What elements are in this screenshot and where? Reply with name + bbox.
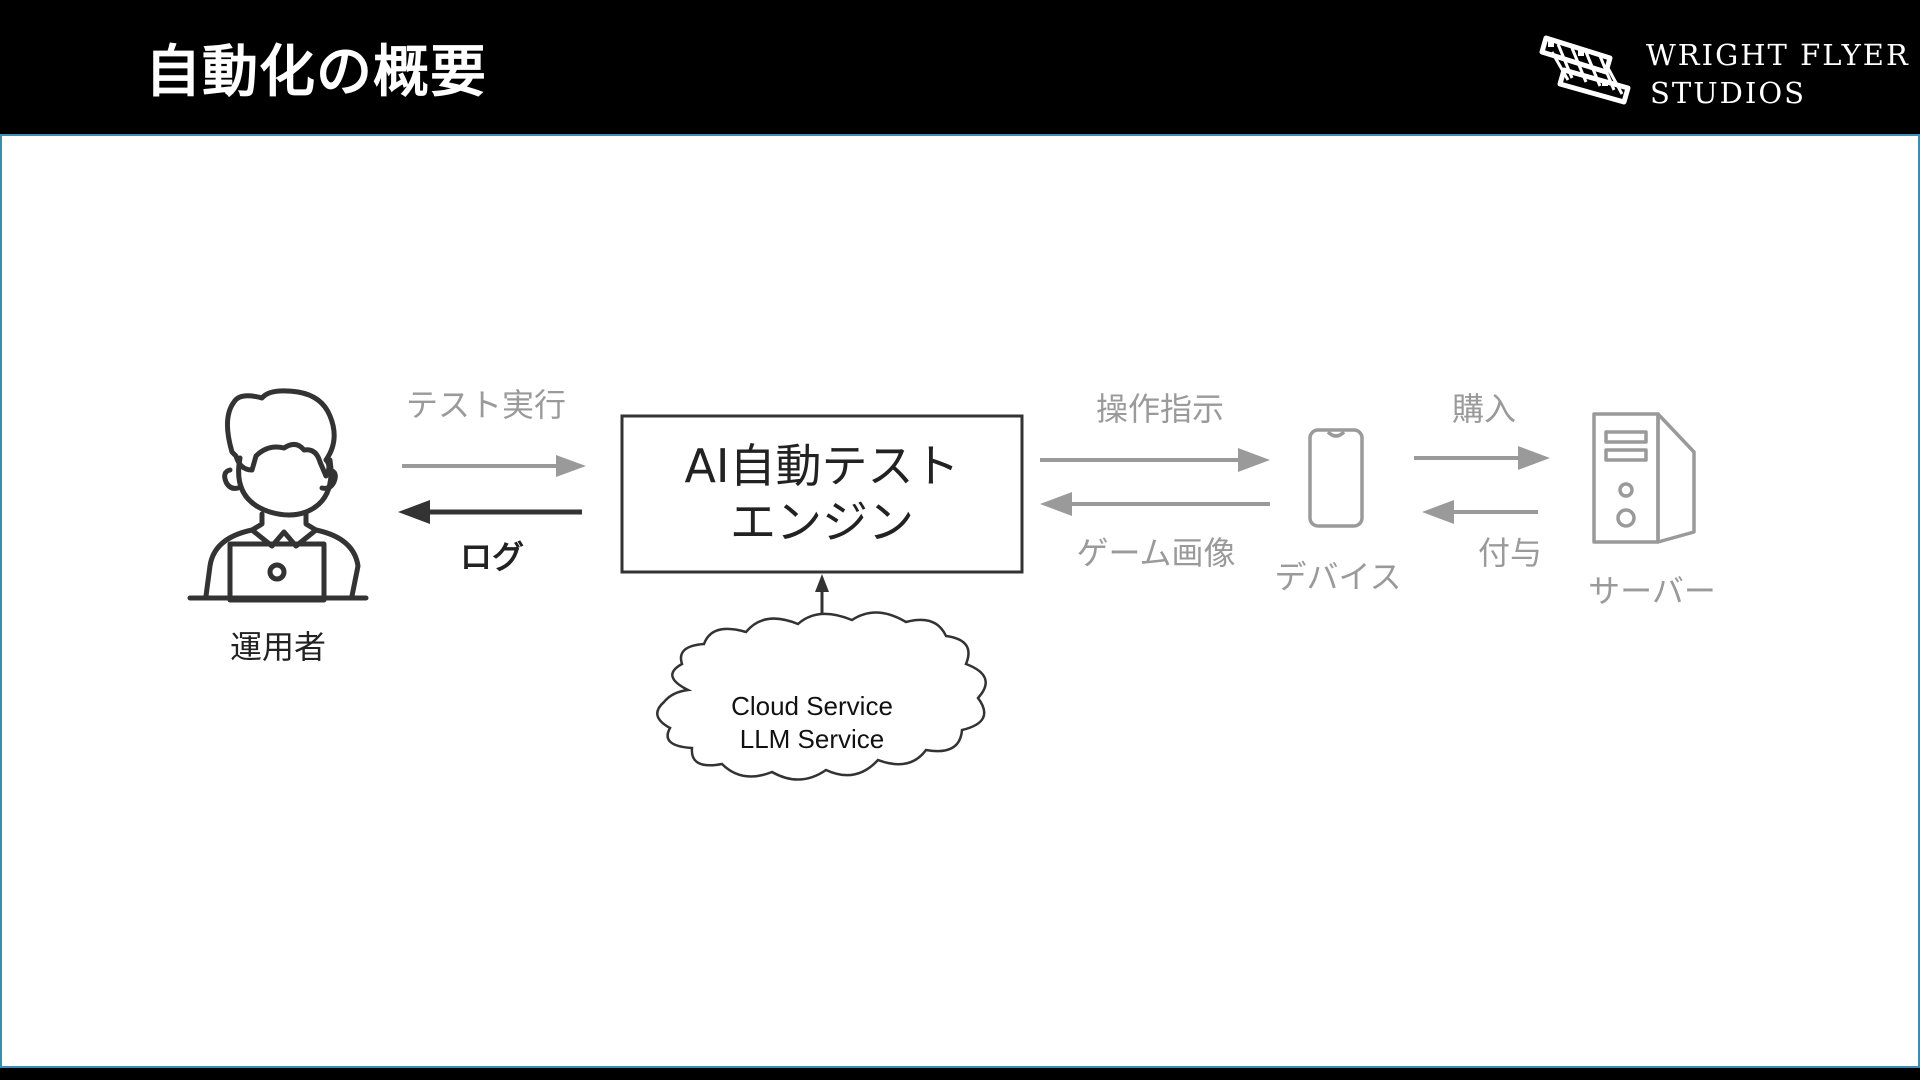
arrow-game-image <box>1040 492 1270 516</box>
server-tower-icon <box>1592 412 1696 544</box>
engine-label-line2: エンジン <box>730 495 914 549</box>
logo-wordmark-line2: STUDIOS <box>1650 76 1806 110</box>
page-title: 自動化の概要 <box>145 40 487 105</box>
footer-bar <box>0 1066 1920 1080</box>
arrow-grant-label: 付与 <box>1478 534 1542 572</box>
arrow-log-label: ログ <box>460 538 524 576</box>
arrow-game-image-label: ゲーム画像 <box>1076 534 1235 572</box>
arrow-operation-label: 操作指示 <box>1096 390 1224 428</box>
wright-flyer-logo-icon <box>1539 35 1631 105</box>
person-with-laptop-icon <box>187 388 369 603</box>
cloud-label-line1: Cloud Service <box>731 691 893 721</box>
logo-wordmark-line1: WRIGHT FLYER <box>1646 38 1910 72</box>
arrow-test-run <box>402 455 586 477</box>
operator-label: 運用者 <box>230 628 326 666</box>
company-logo: WRIGHT FLYER STUDIOS <box>1538 28 1908 110</box>
cloud-icon <box>656 611 987 781</box>
slide-body <box>0 136 1920 1066</box>
engine-label-line1: AI自動テスト <box>684 439 959 493</box>
arrow-purchase-label: 購入 <box>1452 390 1516 428</box>
arrow-test-run-label: テスト実行 <box>406 386 566 424</box>
smartphone-icon <box>1308 428 1364 528</box>
ai-test-engine-box <box>620 414 1024 574</box>
server-label: サーバー <box>1588 572 1716 610</box>
arrow-log <box>398 500 582 524</box>
arrow-purchase <box>1414 446 1550 470</box>
arrow-operation <box>1040 448 1270 472</box>
arrow-grant <box>1422 500 1538 524</box>
cloud-label-line2: LLM Service <box>740 724 885 754</box>
device-label: デバイス <box>1274 558 1401 596</box>
header-bar: 自動化の概要 WRIGHT FLYER STUDIOS <box>0 0 1920 136</box>
